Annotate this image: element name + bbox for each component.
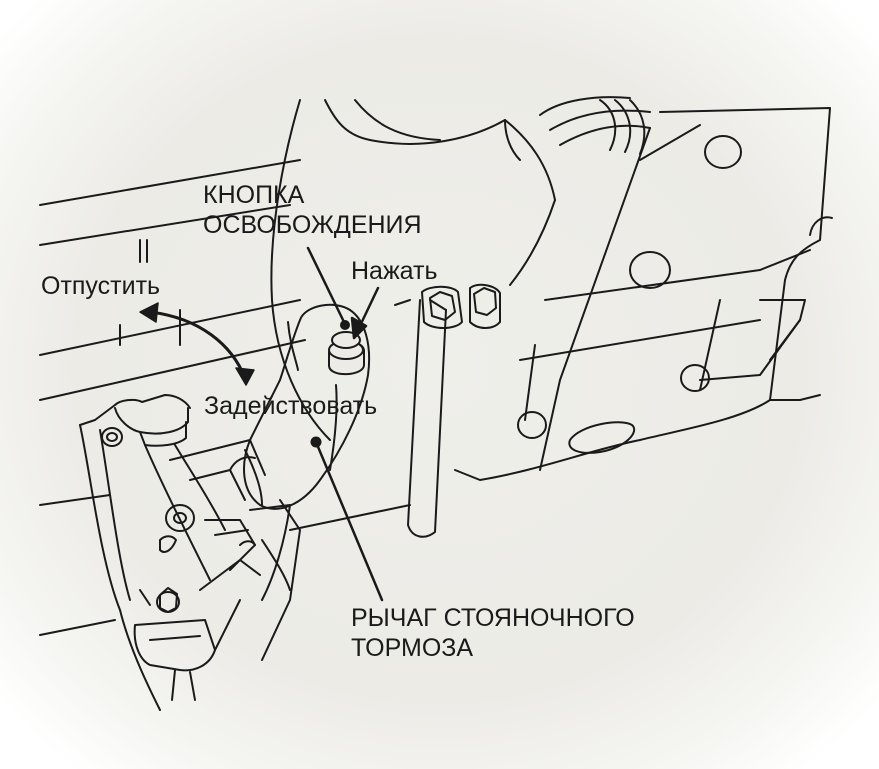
frame-lines	[39, 159, 411, 636]
release-button-label-line-2: ОСВОБОЖДЕНИЯ	[203, 211, 422, 239]
release-button-label-line-1: КНОПКА	[203, 181, 305, 209]
callout-leaders	[306, 246, 384, 602]
apply-label: Задействовать	[204, 392, 378, 420]
push-label: Нажать	[351, 257, 438, 285]
parking-brake-lever-label: РЫЧАГ СТОЯНОЧНОГО ТОРМОЗА	[351, 603, 635, 663]
release-button-leader	[306, 246, 346, 324]
release-label: Отпустить	[41, 272, 161, 300]
release-apply-arrow	[139, 302, 255, 386]
console-body	[270, 96, 651, 441]
release-button-drawing	[328, 331, 365, 376]
lever-leader	[314, 440, 384, 602]
mounting-plate	[454, 107, 833, 481]
vertical-strap	[394, 283, 501, 538]
lower-mechanism	[79, 394, 301, 711]
release-button-dot	[340, 320, 350, 330]
release-button-label: КНОПКА ОСВОБОЖДЕНИЯ	[203, 180, 422, 240]
parking-brake-lever-label-line-2: ТОРМОЗА	[351, 634, 474, 662]
lever-dot	[310, 436, 322, 448]
parking-brake-lever-label-line-1: РЫЧАГ СТОЯНОЧНОГО	[351, 604, 635, 632]
push-arrowhead	[350, 316, 368, 340]
